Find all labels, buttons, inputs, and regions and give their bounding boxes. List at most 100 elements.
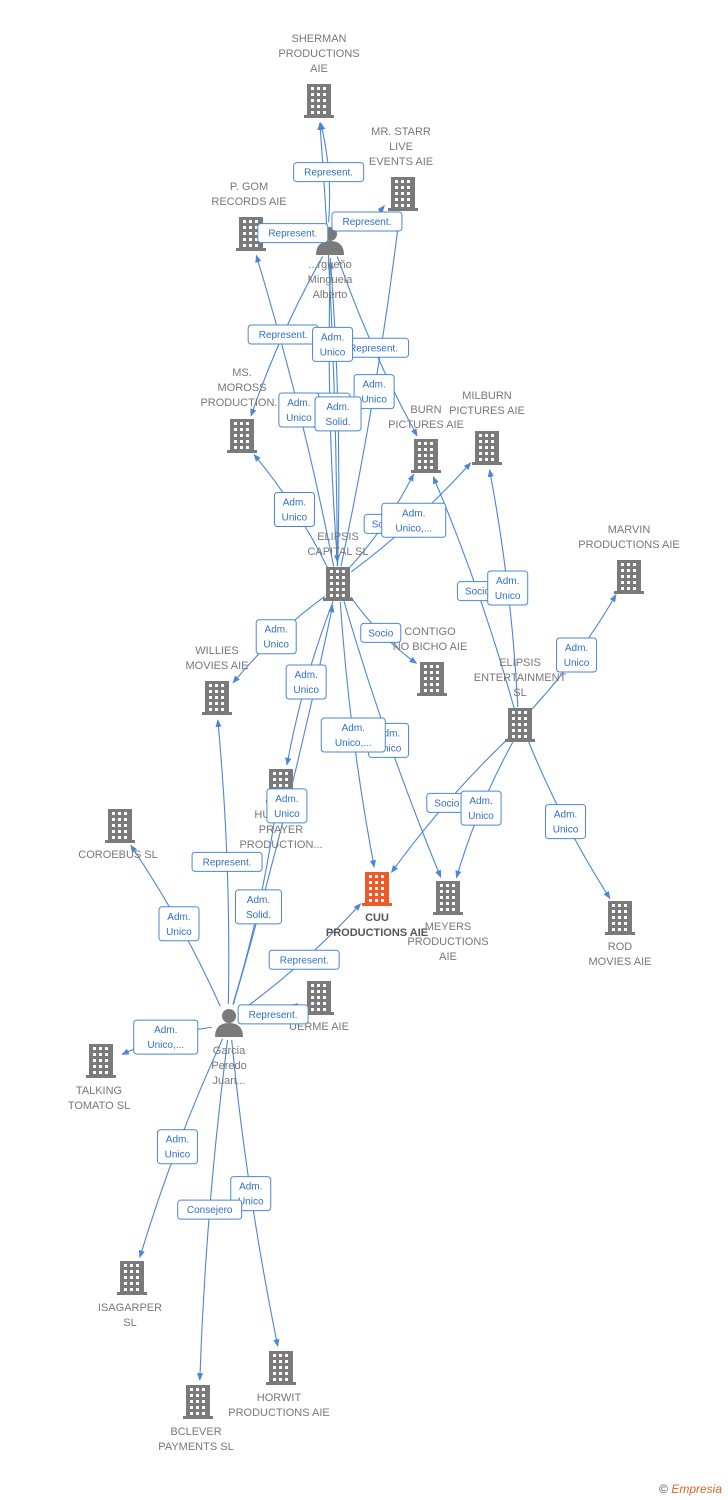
node-cuu[interactable]: CUU PRODUCTIONS AIE: [326, 872, 428, 939]
edge-label-garcia-bclever[interactable]: Consejero: [177, 1199, 243, 1220]
edge-label-text: Consejero: [187, 1205, 233, 1216]
edge-label-elipsis_ent-marvin[interactable]: Adm.Unico: [556, 637, 598, 673]
edge-label-text: Unico: [286, 413, 312, 424]
edge-label-garcia-cuu[interactable]: Represent.: [268, 949, 340, 970]
edge-label-garcia-hunters[interactable]: Adm.Solid.: [234, 889, 282, 925]
meyers-building-icon: [433, 881, 463, 915]
edge-label-garcia-elipsis_cap[interactable]: Adm.Unico: [266, 788, 308, 824]
node-label-hunters: PRODUCTION...: [239, 839, 322, 851]
edge-label-elipsis_cap-alberto[interactable]: Adm. Solid.: [314, 396, 362, 432]
node-msmoross[interactable]: MS.MOROSSPRODUCTION...: [200, 367, 284, 453]
edge-label-elipsis_cap-msmoross[interactable]: Adm.Unico: [273, 492, 315, 528]
edge-label-alberto-burn[interactable]: Represent.: [338, 337, 410, 358]
node-label-msmoross: MS.: [232, 367, 252, 379]
edge-label-garcia-willies[interactable]: Represent.: [191, 851, 263, 872]
edge-label-elipsis_cap-willies[interactable]: Adm.Unico: [255, 619, 297, 655]
edge-label-text: Represent.: [203, 857, 252, 868]
edge-label-elipsis_cap-sherman[interactable]: Adm.Unico: [312, 326, 354, 362]
marvin-building-icon: [614, 560, 644, 594]
edge-label-elipsis_cap-cuu[interactable]: Adm.Unico,...: [320, 717, 386, 753]
coroebus-building-icon: [105, 809, 135, 843]
node-label-sherman: SHERMAN: [291, 33, 346, 45]
edge-label-elipsis_ent-rod[interactable]: Adm. Unico: [545, 804, 587, 840]
edge-label-garcia-isagarper[interactable]: Adm.Unico: [156, 1129, 198, 1165]
edge-label-text: Unico: [495, 591, 521, 602]
edge-label-garcia-uerme[interactable]: Represent.: [237, 1004, 309, 1025]
edge-label-text: Adm.: [342, 723, 365, 734]
node-label-horwit: HORWIT: [257, 1392, 302, 1404]
node-label-isagarper: SL: [123, 1317, 136, 1329]
node-label-milburn: MILBURN: [462, 390, 512, 402]
node-label-cuu: PRODUCTIONS AIE: [326, 927, 428, 939]
node-label-elipsis_ent: ELIPSIS: [499, 657, 541, 669]
contigo-building-icon: [417, 662, 447, 696]
node-isagarper[interactable]: ISAGARPER SL: [98, 1261, 162, 1329]
copyright-symbol: ©: [659, 1482, 668, 1496]
cuu-building-icon: [362, 872, 392, 906]
edge-label-elipsis_cap-milburn[interactable]: Adm.Unico,...: [381, 502, 447, 538]
edge-label-text: Unico: [282, 513, 308, 524]
node-label-bclever: BCLEVER: [170, 1426, 221, 1438]
node-label-msmoross: PRODUCTION...: [200, 397, 283, 409]
edge-label-elipsis_ent-meyers[interactable]: Adm.Unico: [460, 790, 502, 826]
nodes-layer: SHERMAN PRODUCTIONS AIE MR. STARRLIVEEVENTS…: [68, 33, 680, 1453]
edge-label-text: Adm.: [247, 895, 270, 906]
edge-label-elipsis_ent-milburn[interactable]: Adm.Unico: [487, 570, 529, 606]
edge-label-elipsis_cap-contigo[interactable]: Socio: [360, 622, 402, 643]
edge-label-elipsis_cap-mrstarr[interactable]: Adm.Unico: [353, 374, 395, 410]
node-label-alberto: Alberto: [313, 289, 348, 301]
node-label-pgom: RECORDS AIE: [211, 196, 286, 208]
edge-label-garcia-coroebus[interactable]: Adm.Unico: [158, 906, 200, 942]
edge-label-text: Solid.: [326, 417, 351, 428]
edge-label-text: Represent.: [304, 168, 353, 179]
node-label-marvin: PRODUCTIONS AIE: [578, 539, 679, 551]
edge-label-text: Socio: [368, 628, 393, 639]
node-label-mrstarr: LIVE: [389, 141, 413, 153]
edge-label-garcia-talking[interactable]: Adm.Unico,...: [133, 1019, 199, 1055]
copyright-notice: © Empresia: [659, 1482, 722, 1496]
edge-label-text: Socio: [465, 587, 490, 598]
edge-label-text: Represent.: [280, 955, 329, 966]
edge-label-alberto-msmoross[interactable]: Represent.: [247, 324, 319, 345]
elipsis_ent-building-icon: [505, 708, 535, 742]
edge-label-text: Adm.: [326, 402, 349, 413]
edge-label-text: Represent.: [268, 229, 317, 240]
edge-label-alberto-mrstarr[interactable]: Represent.: [331, 211, 403, 232]
edge-label-text: Adm.: [554, 810, 577, 821]
edge-label-elipsis_cap-hunters[interactable]: Adm.Unico: [285, 664, 327, 700]
node-sherman[interactable]: SHERMAN PRODUCTIONS AIE: [278, 33, 360, 118]
edge-label-alberto-pgom[interactable]: Represent.: [257, 223, 329, 244]
edge-label-alberto-sherman[interactable]: Represent.: [293, 162, 365, 183]
node-coroebus[interactable]: COROEBUS SL: [78, 809, 158, 861]
node-label-sherman: PRODUCTIONS: [278, 48, 359, 60]
node-label-sherman: AIE: [310, 63, 328, 75]
brand-logo-text[interactable]: Empresia: [671, 1482, 722, 1496]
node-label-talking: TOMATO SL: [68, 1100, 130, 1112]
node-label-pgom: P. GOM: [230, 181, 268, 193]
edge-label-text: Unico: [238, 1197, 264, 1208]
node-label-cuu: CUU: [365, 912, 389, 924]
edge-label-elipsis_cap-pgom[interactable]: Adm.Unico: [278, 392, 320, 428]
edge-label-text: Unico: [553, 825, 579, 836]
willies-building-icon: [202, 681, 232, 715]
node-garcia[interactable]: GarciaPeredoJuan...: [211, 1009, 247, 1087]
node-label-burn: BURN: [410, 404, 441, 416]
mrstarr-building-icon: [388, 177, 418, 211]
edge-label-text: Represent.: [349, 343, 398, 354]
node-label-isagarper: ISAGARPER: [98, 1302, 162, 1314]
node-label-elipsis_cap: ELIPSIS: [317, 531, 359, 543]
